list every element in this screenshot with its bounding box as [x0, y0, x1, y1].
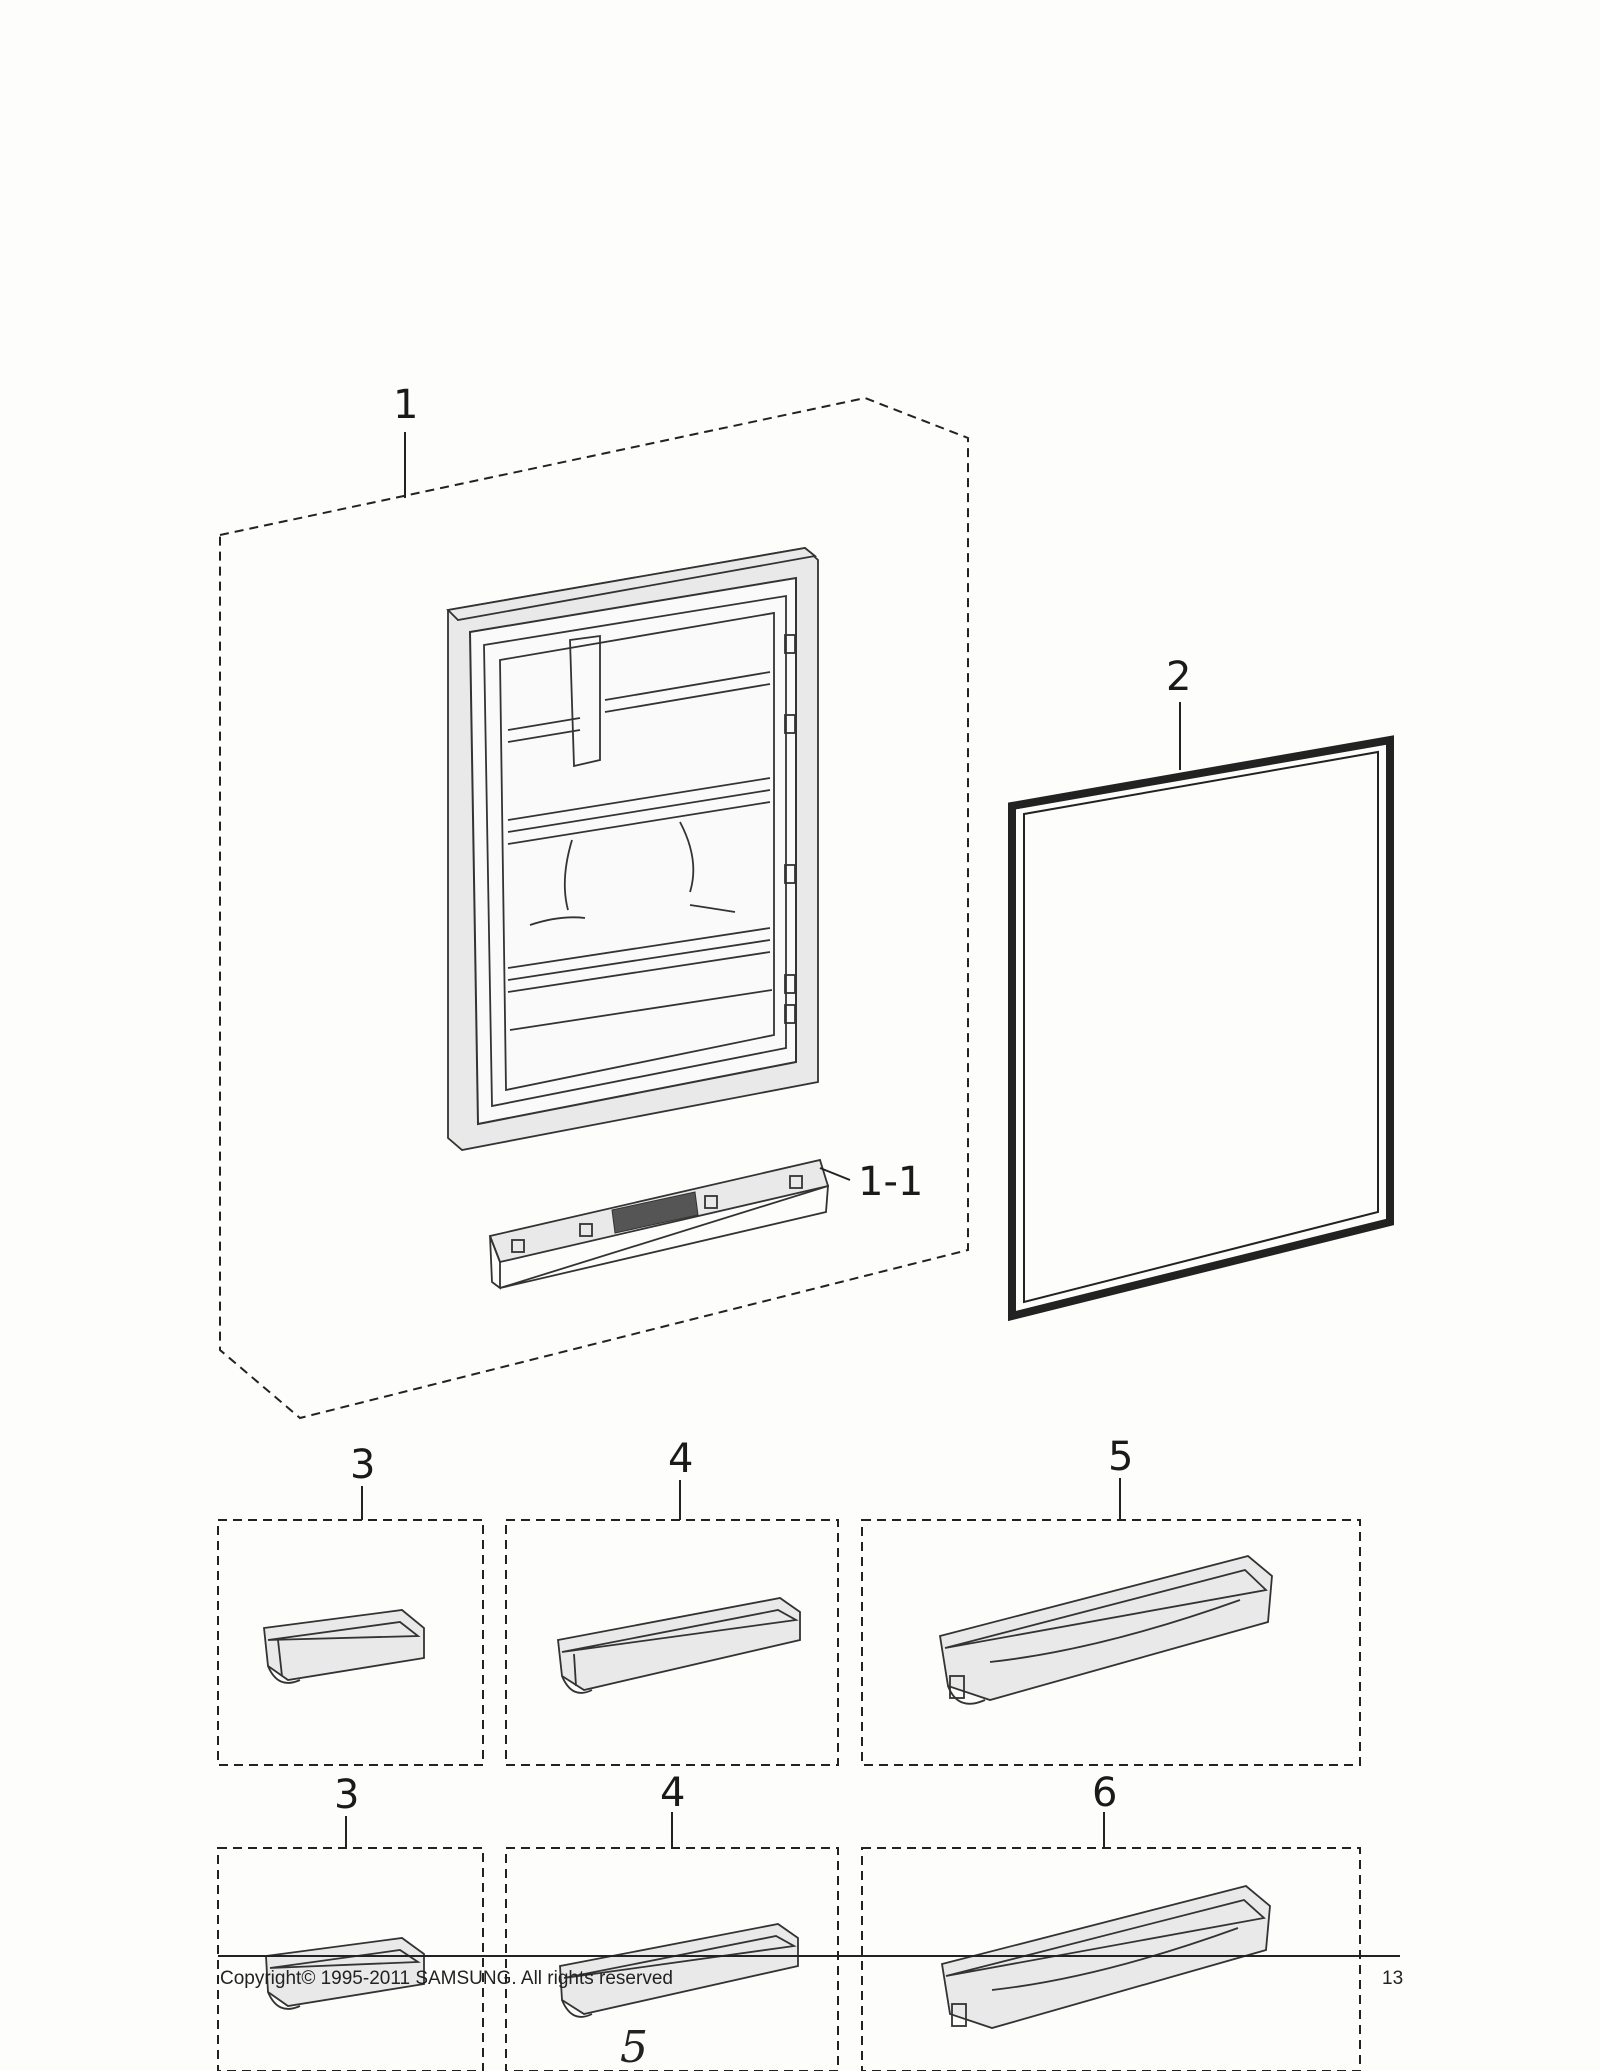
- callout-leader-1-1: [819, 1167, 851, 1181]
- guard-box-5-top: [861, 1519, 1361, 1766]
- callout-1-1: 1-1: [858, 1159, 923, 1205]
- callout-2: 2: [1166, 654, 1191, 700]
- callout-3-bottom: 3: [334, 1772, 359, 1818]
- footer-copyright: Copyright© 1995-2011 SAMSUNG. All rights…: [220, 1968, 673, 1989]
- guard-box-4-top: [505, 1519, 839, 1766]
- callout-6-bottom: 6: [1092, 1770, 1117, 1816]
- refrigerator-door: [446, 547, 819, 1151]
- footer-page-number: 13: [1382, 1968, 1403, 1989]
- door-gasket: [1008, 735, 1394, 1322]
- door-guard-small-top: [263, 1609, 425, 1684]
- callout-4-top: 4: [668, 1436, 693, 1482]
- guard-box-3-bottom: [217, 1847, 484, 2071]
- handwritten-note: 5: [620, 2022, 648, 2071]
- door-guard-medium-top: [557, 1597, 801, 1694]
- door-handle-trim: [488, 1158, 830, 1290]
- door-assembly-boundary: [219, 396, 969, 1420]
- callout-5-top: 5: [1108, 1434, 1133, 1480]
- callout-3-top: 3: [350, 1442, 375, 1488]
- callout-4-bottom: 4: [660, 1770, 685, 1816]
- door-guard-large-top: [938, 1555, 1273, 1705]
- guard-box-6-bottom: [861, 1847, 1361, 2071]
- callout-1: 1: [393, 382, 418, 428]
